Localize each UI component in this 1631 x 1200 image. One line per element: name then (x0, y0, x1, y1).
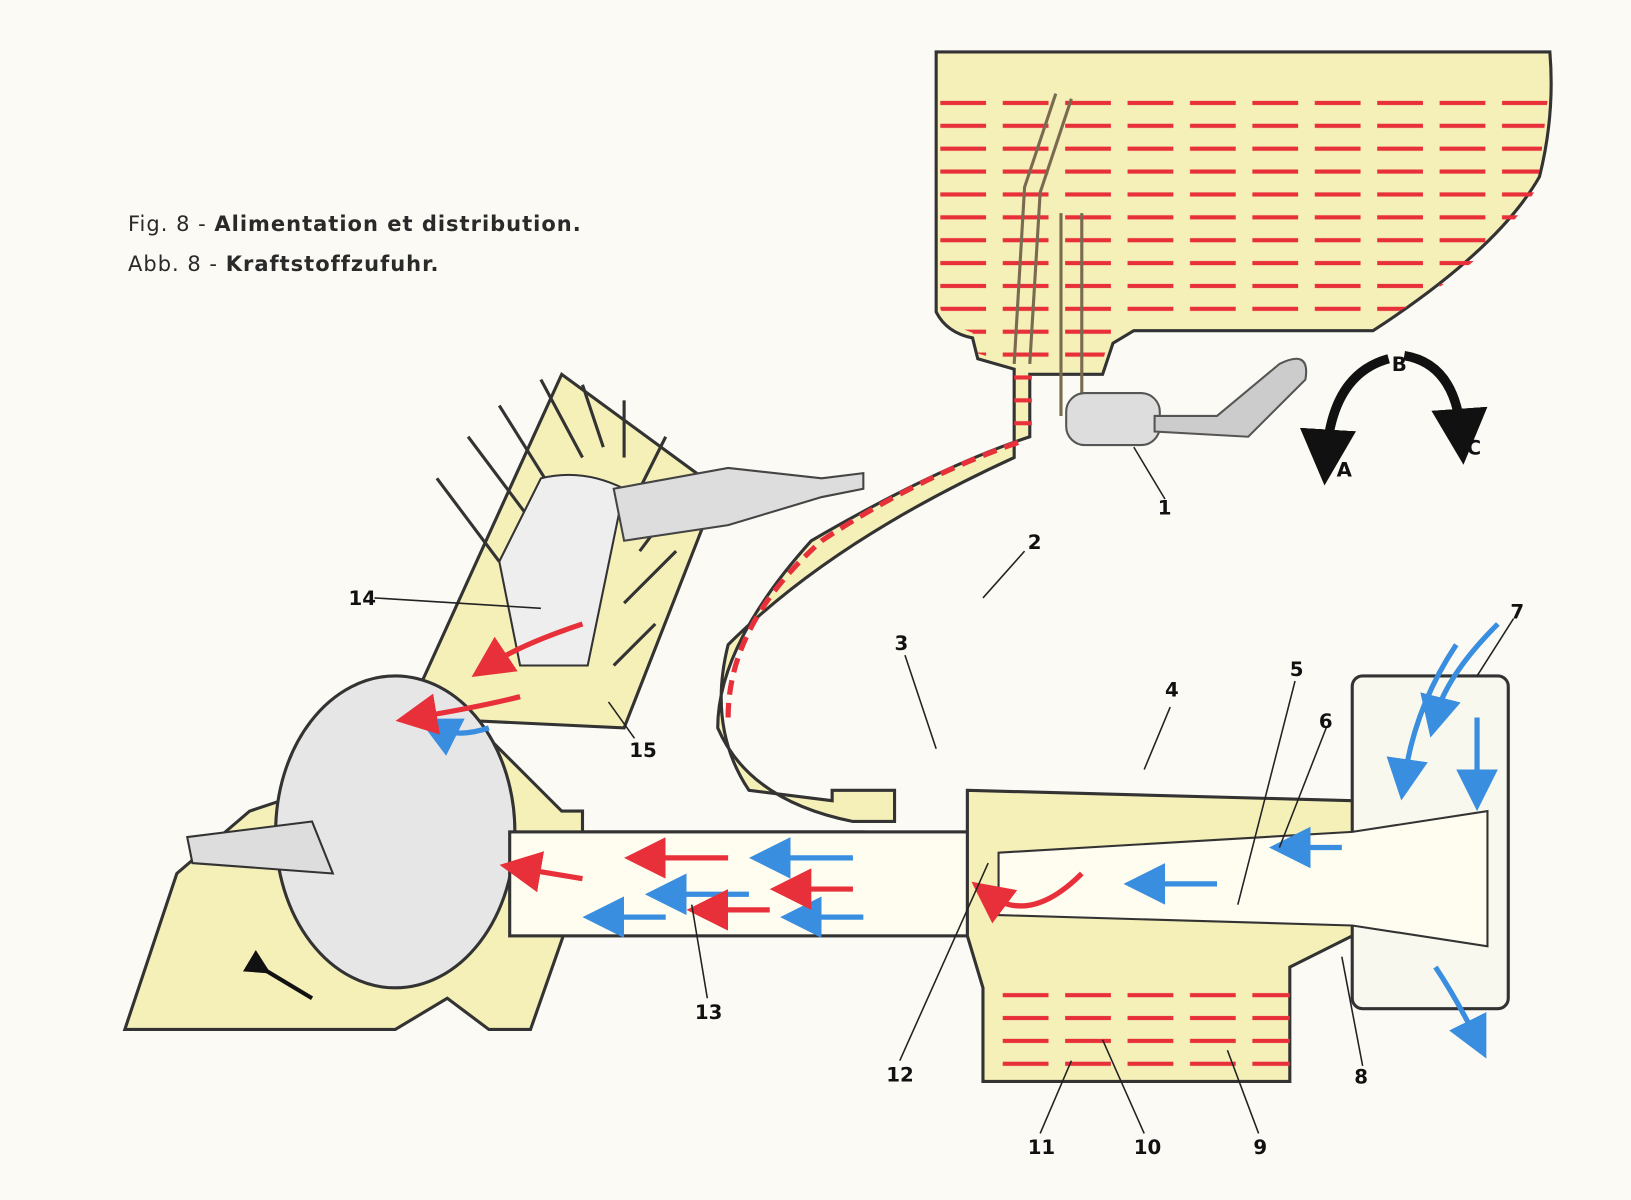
crankshaft (185, 820, 335, 875)
float-chamber-fuel (988, 987, 1290, 1077)
caption-german: Abb. 8 - Kraftstoffzufuhr. (128, 252, 439, 276)
cylinder-head-fins (403, 371, 720, 730)
label-2: 2 (1028, 531, 1042, 554)
label-4: 4 (1165, 679, 1179, 702)
label-10: 10 (1134, 1136, 1161, 1159)
label-8: 8 (1354, 1066, 1368, 1089)
label-5: 5 (1290, 658, 1304, 681)
fuel-level (938, 98, 1548, 448)
label-3: 3 (895, 632, 909, 655)
label-13: 13 (695, 1001, 722, 1024)
caption-de-title: Kraftstoffzufuhr. (225, 252, 440, 276)
part-labels: 1 2 3 4 5 6 7 8 9 10 11 12 13 14 15 A B … (348, 353, 1524, 1159)
air-flow-arrows (418, 622, 1500, 1059)
caption-fr-prefix: Fig. 8 - (128, 212, 207, 236)
caption-french: Fig. 8 - Alimentation et distribution. (128, 212, 582, 236)
vent-tubes (1012, 93, 1084, 416)
fuel-tank (716, 50, 1553, 824)
label-11: 11 (1028, 1136, 1055, 1159)
label-15: 15 (629, 739, 656, 762)
label-1: 1 (1158, 497, 1172, 520)
label-7: 7 (1510, 601, 1524, 624)
intake-tube (508, 674, 1510, 1084)
piston (498, 473, 626, 667)
label-12: 12 (886, 1063, 913, 1086)
leader-lines (374, 446, 1515, 1134)
fuel-tap[interactable] (1065, 357, 1308, 447)
spark-plug (612, 466, 865, 542)
fuel-flow-arrows (395, 621, 1084, 931)
label-C: C (1467, 436, 1482, 459)
tap-direction-arrows (1299, 351, 1488, 486)
label-9: 9 (1253, 1136, 1267, 1159)
label-6: 6 (1319, 710, 1333, 733)
label-14: 14 (348, 587, 375, 610)
rotation-arrow (242, 949, 314, 1001)
label-B: B (1392, 353, 1407, 376)
caption-fr-title: Alimentation et distribution. (214, 212, 582, 236)
label-A: A (1337, 458, 1353, 481)
caption-de-prefix: Abb. 8 - (128, 252, 218, 276)
